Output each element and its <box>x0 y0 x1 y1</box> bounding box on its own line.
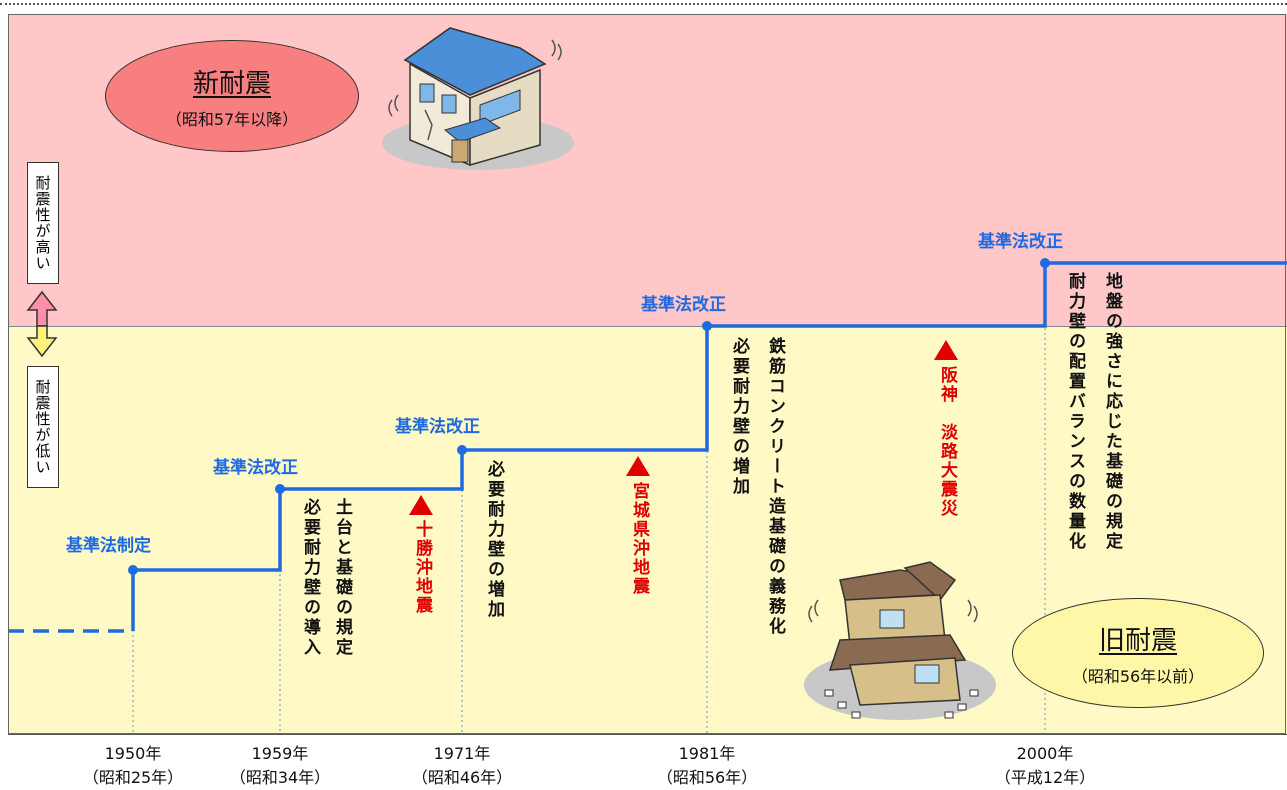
up-down-arrow-icon <box>26 290 58 358</box>
step-label-1959: 基準法改正 <box>213 458 298 478</box>
year-1981-era: （昭和56年） <box>656 768 758 787</box>
year-1971-era: （昭和46年） <box>411 768 513 787</box>
note-1959-walls: 必要耐力壁の導入 <box>300 498 320 658</box>
step-label-1971: 基準法改正 <box>395 417 480 437</box>
earthquake-miyagi: 宮城県沖地震 <box>629 482 649 596</box>
new-standard-ellipse: 新耐震 （昭和57年以降） <box>105 40 359 152</box>
step-point-2000 <box>1040 258 1050 268</box>
year-1981-value: 1981年 <box>678 744 736 763</box>
old-standard-subtitle: （昭和56年以前） <box>1071 666 1205 686</box>
earthquake-marker-miyagi <box>626 456 650 476</box>
year-1959-value: 1959年 <box>251 744 309 763</box>
year-1950: 1950年 （昭和25年） <box>73 742 193 790</box>
year-1959: 1959年 （昭和34年） <box>220 742 340 790</box>
step-label-1950: 基準法制定 <box>66 536 151 556</box>
year-2000: 2000年 （平成12年） <box>985 742 1105 790</box>
high-resistance-label: 耐震性が高い <box>27 162 59 284</box>
old-standard-title: 旧耐震 <box>1098 625 1177 656</box>
step-label-1981: 基準法改正 <box>641 295 726 315</box>
note-1981-walls: 必要耐力壁の増加 <box>729 337 749 497</box>
earthquake-marker-tokachi <box>409 495 433 515</box>
year-2000-era: （平成12年） <box>994 768 1096 787</box>
step-point-1971 <box>457 445 467 455</box>
low-resistance-label: 耐震性が低い <box>27 366 59 488</box>
new-standard-title: 新耐震 <box>192 68 271 99</box>
step-point-1959 <box>275 484 285 494</box>
note-1971-walls: 必要耐力壁の増加 <box>484 460 504 620</box>
modern-house-icon <box>382 27 574 170</box>
year-2000-value: 2000年 <box>1016 744 1074 763</box>
earthquake-tokachi: 十勝沖地震 <box>412 520 432 615</box>
note-2000-balance: 耐力壁の配置バランスの数量化 <box>1065 272 1085 552</box>
new-standard-subtitle: （昭和57年以降） <box>165 109 299 129</box>
step-label-2000: 基準法改正 <box>978 232 1063 252</box>
year-1950-value: 1950年 <box>104 744 162 763</box>
note-1981-rc-foundation: 鉄筋コンクリート造基礎の義務化 <box>765 337 785 637</box>
year-1981: 1981年 （昭和56年） <box>647 742 767 790</box>
old-standard-ellipse: 旧耐震 （昭和56年以前） <box>1012 598 1264 708</box>
year-1971: 1971年 （昭和46年） <box>402 742 522 790</box>
year-1959-era: （昭和34年） <box>229 768 331 787</box>
step-point-1981 <box>702 321 712 331</box>
step-point-1950 <box>128 565 138 575</box>
earthquake-hanshin: 阪神 淡路大震災 <box>937 366 957 518</box>
top-dotted-border <box>0 3 1287 5</box>
year-1971-value: 1971年 <box>433 744 491 763</box>
year-1950-era: （昭和25年） <box>82 768 184 787</box>
collapsed-house-icon <box>804 561 996 720</box>
step-points <box>128 258 1050 575</box>
earthquake-marker-hanshin <box>934 340 958 360</box>
note-1959-foundation: 土台と基礎の規定 <box>332 498 352 658</box>
note-2000-ground: 地盤の強さに応じた基礎の規定 <box>1102 272 1122 552</box>
